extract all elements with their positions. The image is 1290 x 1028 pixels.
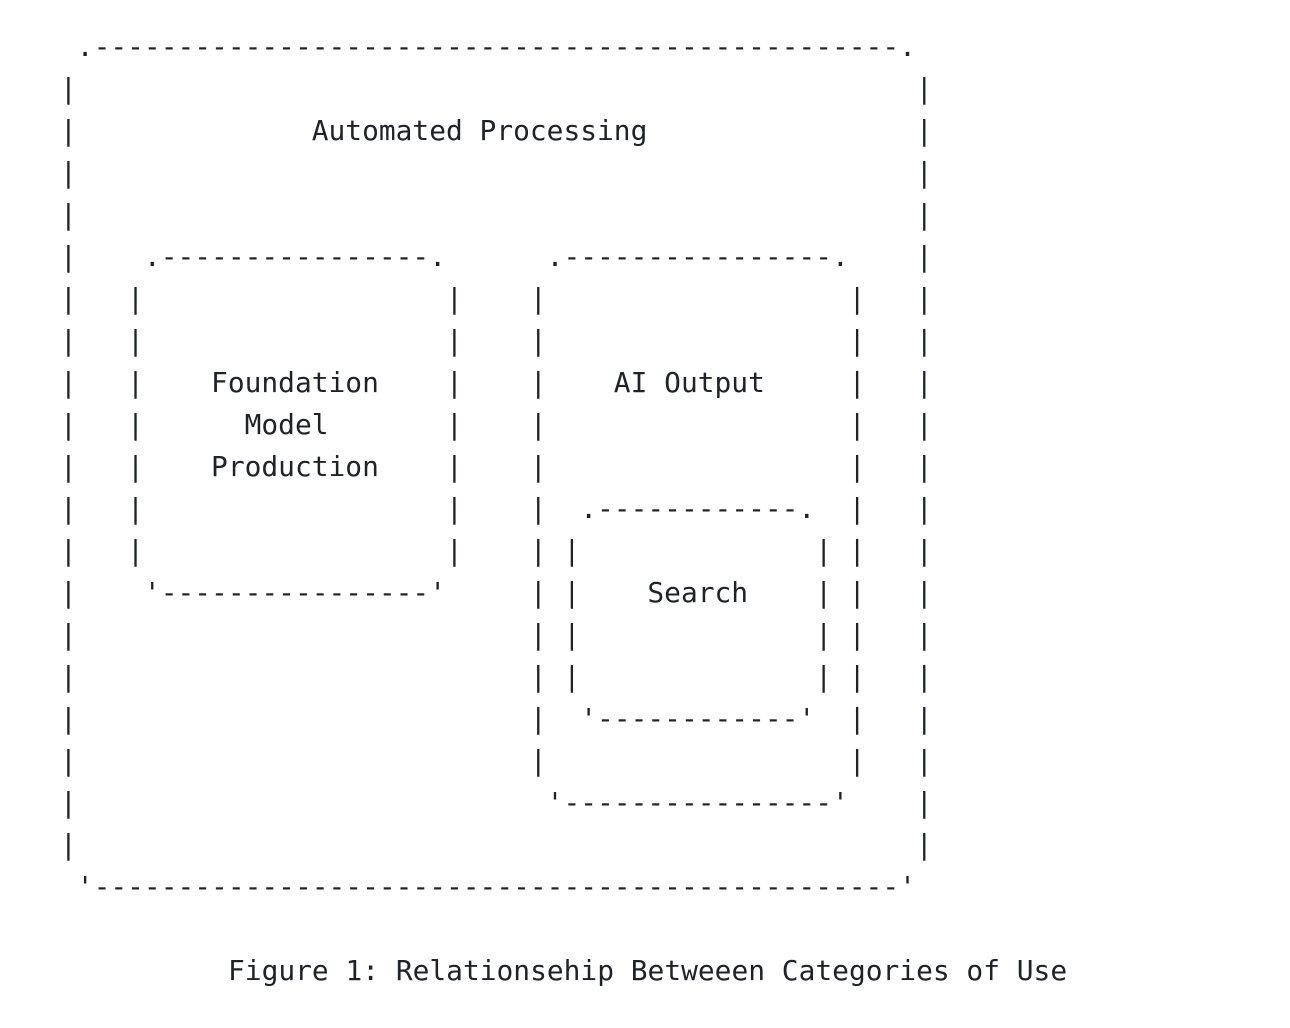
- figure-caption: Figure 1: Relationsehip Betweeen Categor…: [228, 954, 1068, 987]
- ascii-diagram: .---------------------------------------…: [60, 30, 933, 903]
